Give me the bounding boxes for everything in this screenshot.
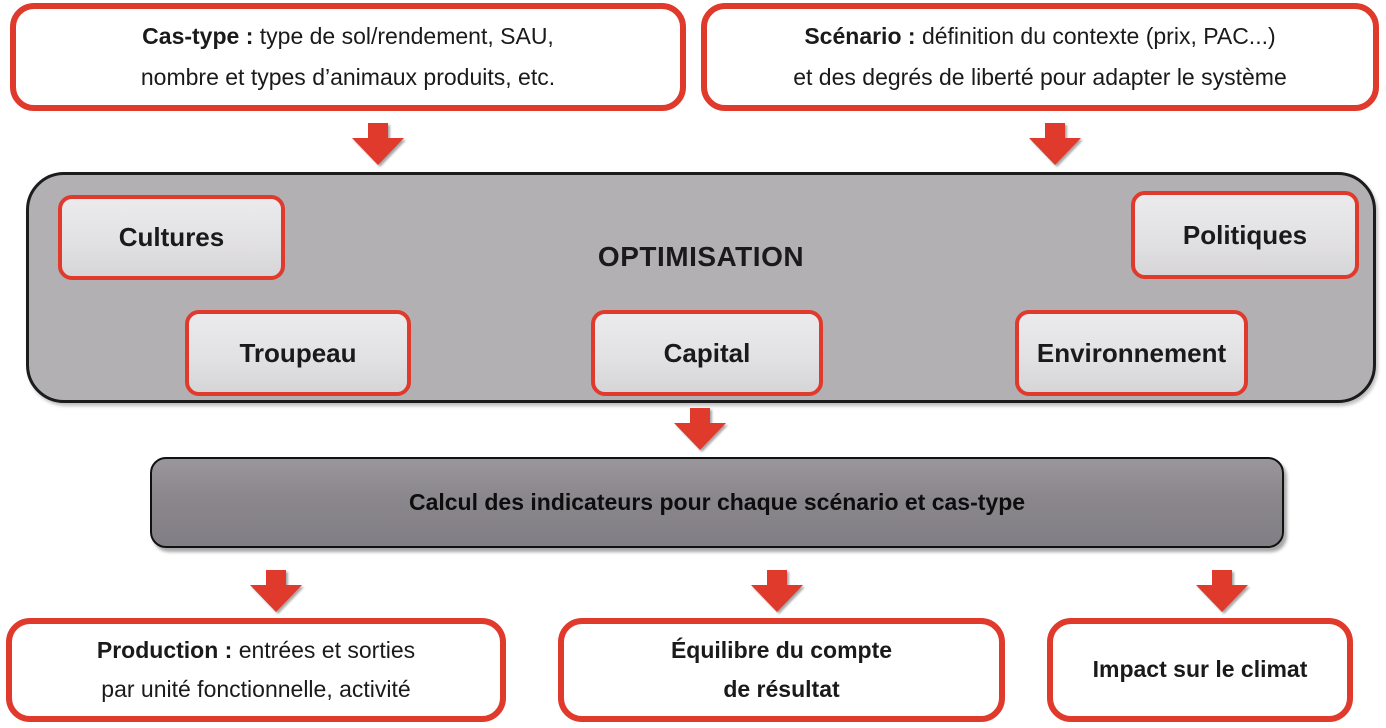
optimisation-title: OPTIMISATION [597,241,805,272]
optimisation-panel: OPTIMISATION Cultures Politiques Troupea… [26,172,1376,403]
equilibre-line1: Équilibre du compte [670,636,893,663]
environnement-box: Environnement [1015,310,1248,396]
politiques-box: Politiques [1131,191,1359,279]
impact-climat-box: Impact sur le climat [1047,618,1353,722]
equilibre-box: Équilibre du compte de résultat [558,618,1005,722]
down-arrow-icon [248,570,304,612]
impact-climat-line1: Impact sur le climat [1092,656,1308,683]
troupeau-box: Troupeau [185,310,411,396]
production-line1: Production : entrées et sorties [96,636,416,663]
down-arrow-icon [350,123,406,165]
scenario-box: Scénario : définition du contexte (prix,… [701,3,1379,111]
cas-type-line1: Cas-type : type de sol/rendement, SAU, [142,23,554,50]
cas-type-line2: nombre et types d’animaux produits, etc. [140,63,556,90]
scenario-line2: et des degrés de liberté pour adapter le… [793,63,1287,90]
down-arrow-icon [1027,123,1083,165]
scenario-line1: Scénario : définition du contexte (prix,… [804,23,1276,50]
capital-box: Capital [591,310,823,396]
down-arrow-icon [672,408,728,450]
calc-indicators-bar: Calcul des indicateurs pour chaque scéna… [150,457,1284,548]
down-arrow-icon [1194,570,1250,612]
production-box: Production : entrées et sorties par unit… [6,618,506,722]
cas-type-box: Cas-type : type de sol/rendement, SAU, n… [10,3,686,111]
down-arrow-icon [749,570,805,612]
equilibre-line2: de résultat [723,675,840,702]
calc-indicators-label: Calcul des indicateurs pour chaque scéna… [408,489,1026,515]
cultures-box: Cultures [58,195,285,280]
production-line2: par unité fonctionnelle, activité [101,675,411,702]
